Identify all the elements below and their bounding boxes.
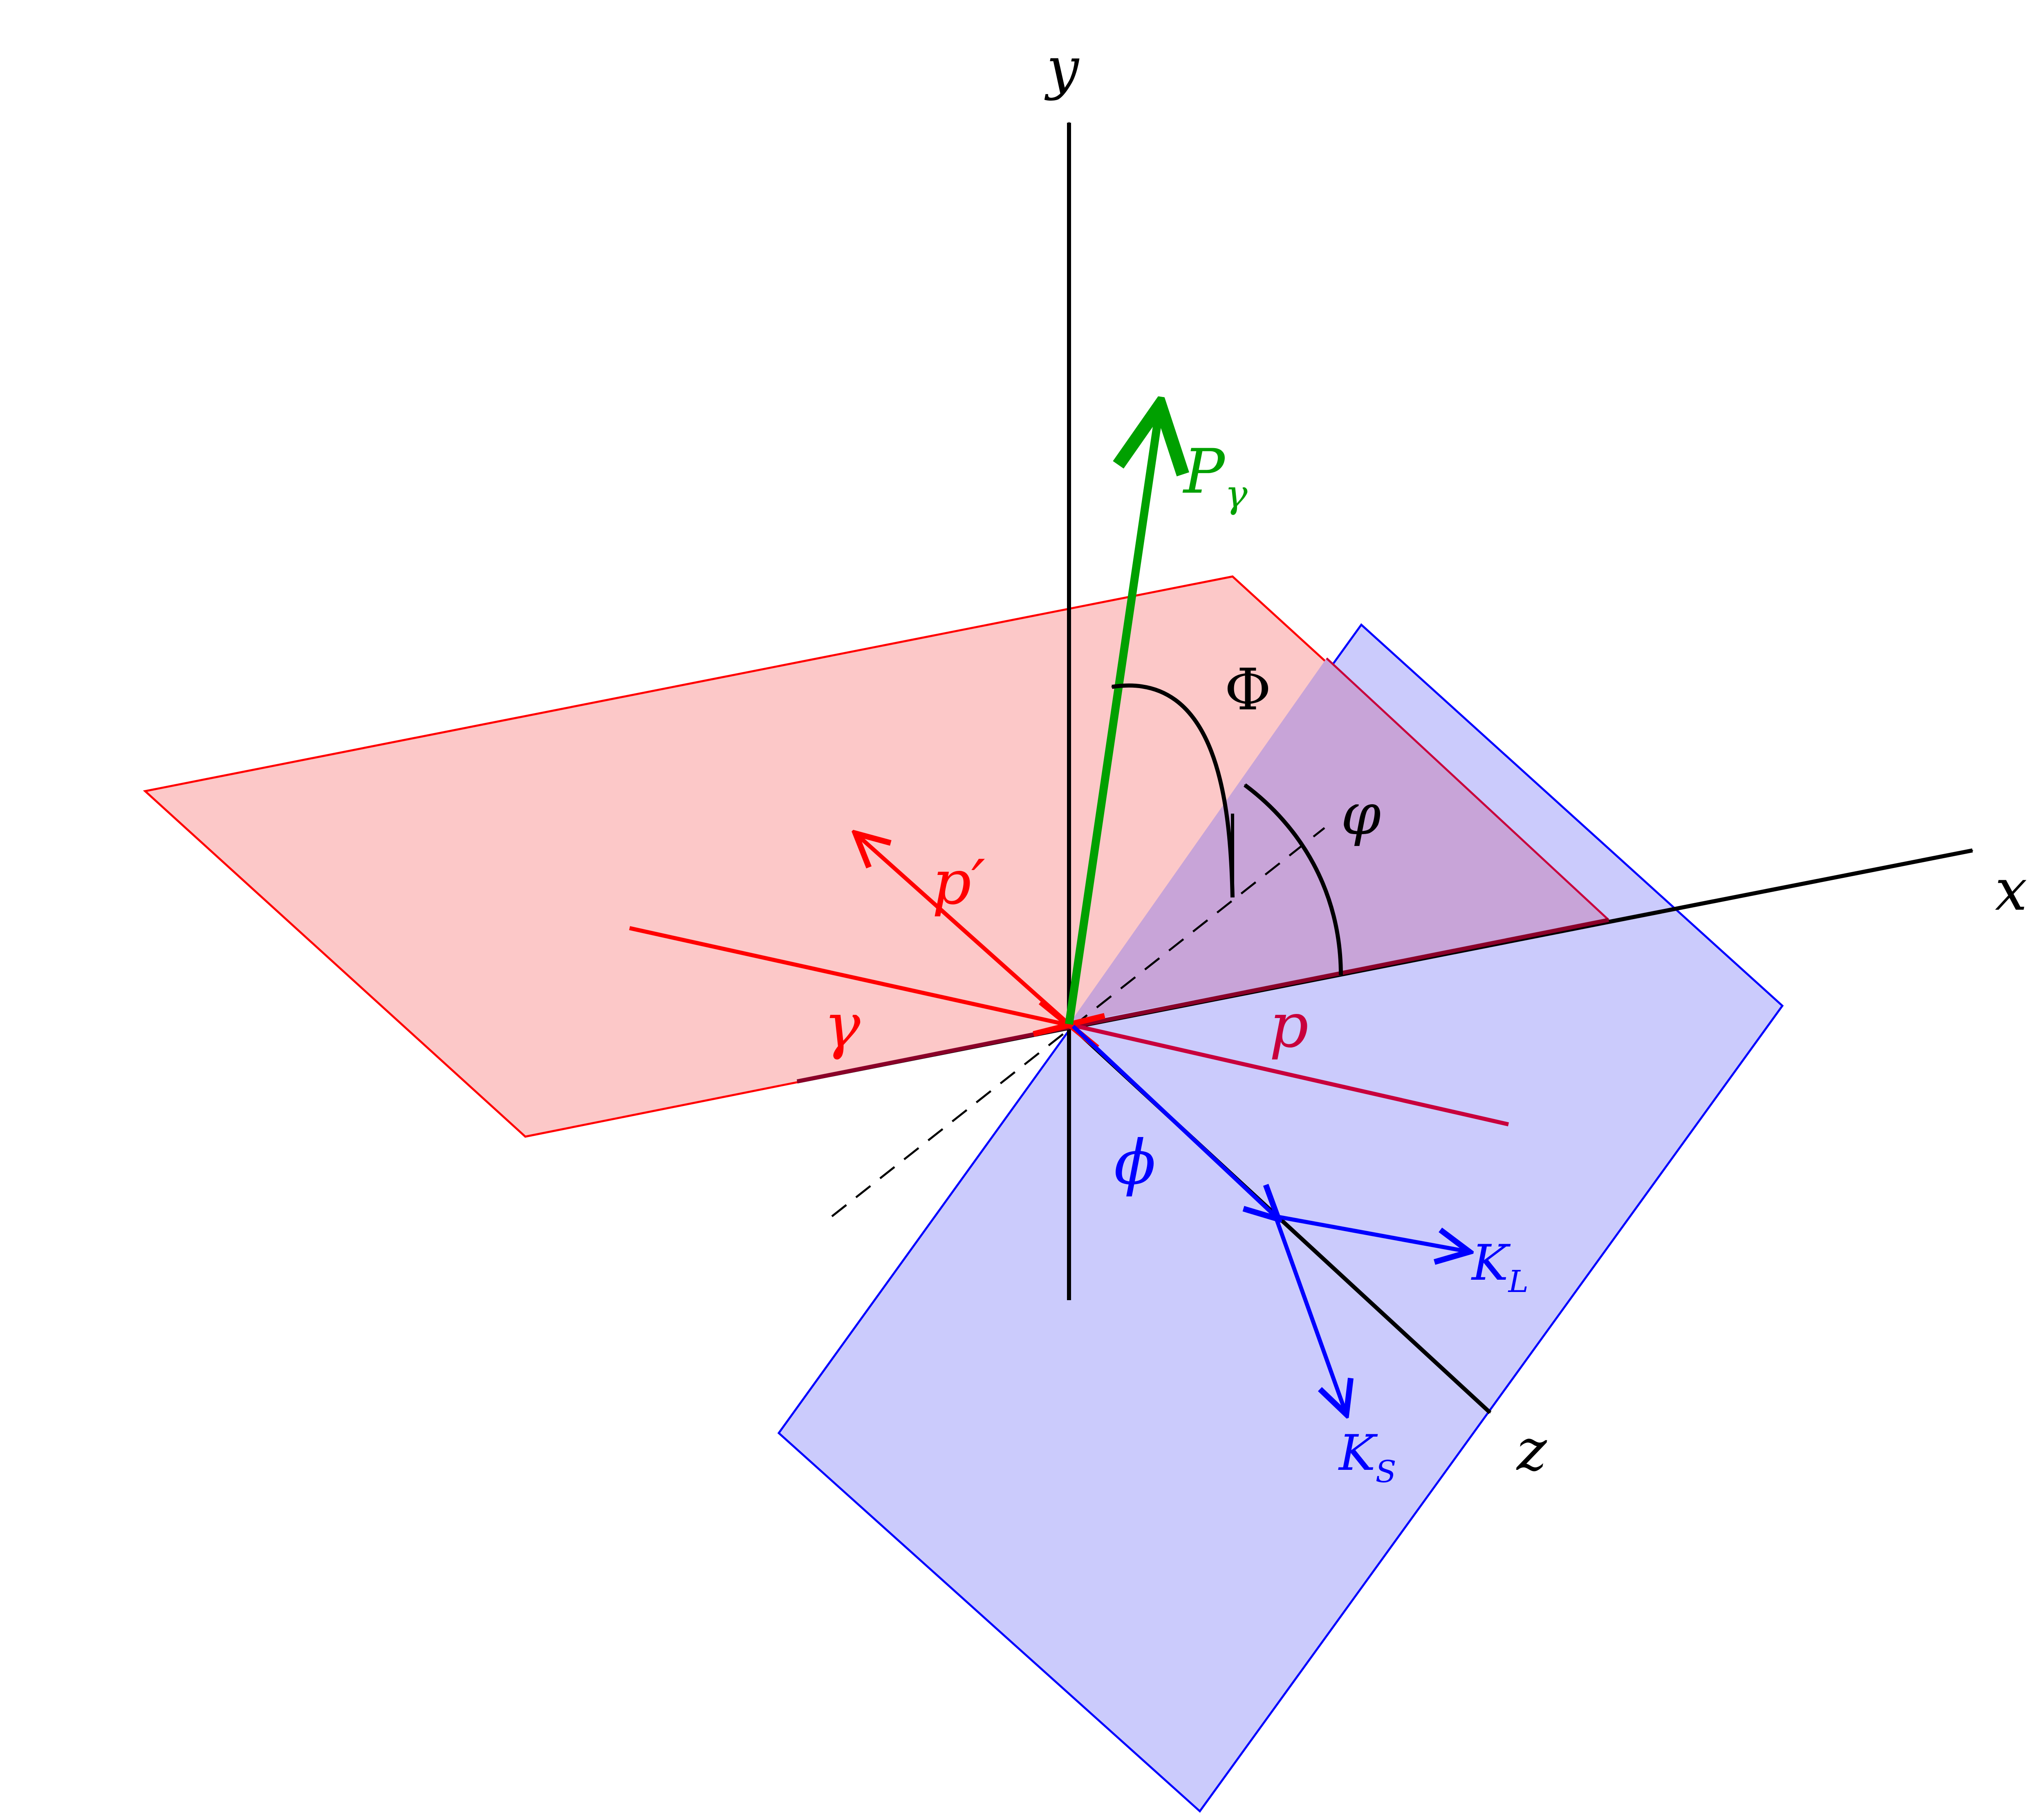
angle-Phi-arc — [1112, 683, 1235, 898]
angle-Phi-label: Φ — [1224, 657, 1271, 723]
ks-line — [1273, 1216, 1345, 1411]
phi-meson-line — [1071, 1025, 1275, 1216]
plane-overlap-region — [1069, 658, 1609, 1024]
angle-varphi-arc — [1244, 783, 1343, 976]
photon-label: γ — [824, 990, 861, 1061]
ks-label: KS — [1338, 1425, 1396, 1489]
kl-line — [1275, 1214, 1466, 1251]
proton-outgoing-line — [858, 836, 1071, 1026]
phi-meson-label: ϕ — [1114, 1127, 1156, 1198]
kl-label: KL — [1471, 1235, 1529, 1299]
polarization-vector — [1065, 413, 1159, 1025]
proton-target-label: p — [1269, 990, 1309, 1061]
photon-incoming-line — [629, 926, 1065, 1024]
x-axis-label: x — [1995, 857, 2027, 924]
polarization-label: Pγ — [1182, 436, 1248, 516]
angle-varphi-label: φ — [1341, 781, 1381, 848]
z-axis-label: z — [1516, 1417, 1547, 1484]
proton-target-line — [1073, 1025, 1509, 1126]
y-axis-label: y — [1044, 35, 1080, 102]
proton-outgoing-label: p′ — [932, 847, 985, 918]
x-axis-overlay — [797, 918, 1609, 1083]
overlap-red-edge — [1326, 657, 1609, 921]
